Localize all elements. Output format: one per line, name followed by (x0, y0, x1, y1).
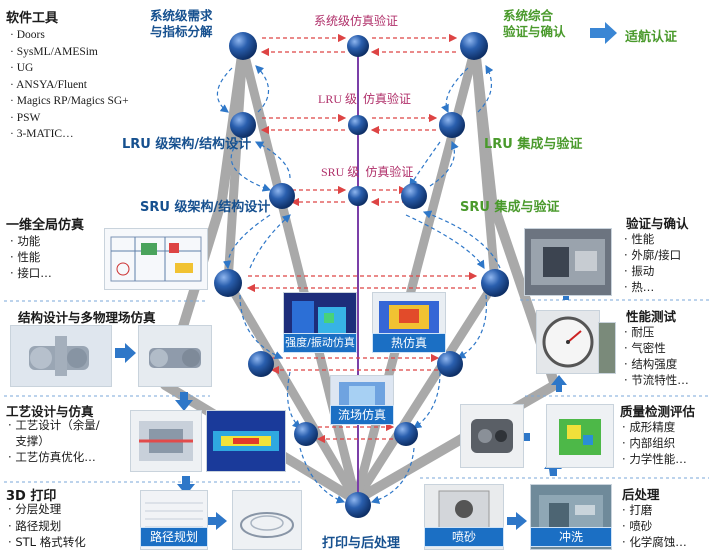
quality-title: 质量检测评估 (620, 404, 696, 419)
sys-int-label: 系统综合 验证与确认 (503, 8, 566, 39)
list-item: · UG (10, 62, 34, 74)
software-tools-title: 软件工具 (6, 11, 59, 26)
lru-int-label: LRU 集成与验证 (484, 137, 583, 152)
list-item: · Doors (10, 29, 45, 41)
sru-int-label: SRU 集成与验证 (460, 200, 560, 215)
list-item: · 功能 (10, 234, 41, 248)
global-sim-title: 一维全局仿真 (6, 218, 85, 233)
list-item: · STL 格式转化 (8, 535, 86, 549)
list-item: · 外廓/接口 (624, 248, 682, 262)
list-item: · 气密性 (624, 341, 666, 355)
print-post-label: 打印与后处理 (322, 536, 401, 551)
list-item: · 化学腐蚀… (622, 535, 687, 549)
list-item: · 力学性能… (622, 452, 687, 466)
airworthy-label: 适航认证 (625, 30, 678, 45)
list-item: · 3-MATIC… (10, 128, 74, 140)
list-item: · 振动 (624, 264, 655, 278)
sandblast-tag: 喷砂 (424, 527, 504, 547)
list-item: · 耐压 (624, 325, 655, 339)
struct-sim-title: 结构设计与多物理场仿真 (18, 310, 156, 325)
quality-list: · 成形精度 · 内部组织 · 力学性能… (622, 419, 687, 467)
thermal-field-image (206, 410, 286, 472)
test-bench-image (598, 322, 616, 374)
verification-arrows (246, 33, 478, 444)
support-design-image (130, 410, 202, 472)
software-tools-list: · Doors · SysML/AMESim · UG · ANSYA/Flue… (10, 27, 129, 143)
list-item: · 喷砂 (622, 519, 653, 533)
list-item: · 性能 (10, 250, 41, 264)
sru-arch-label: SRU 级架构/结构设计 (140, 200, 271, 215)
sru-sim-label: SRU 级 仿真验证 (321, 165, 414, 179)
part-model-image (10, 325, 112, 387)
wash-tag: 冲洗 (530, 527, 612, 547)
lru-arch-label: LRU 级架构/结构设计 (122, 137, 252, 152)
list-item: · PSW (10, 111, 41, 124)
list-item: · 路径规划 (8, 518, 62, 533)
verify-title: 验证与确认 (626, 216, 689, 231)
system-schematic-image (104, 228, 208, 290)
airworthy-arrow (590, 22, 617, 44)
list-item: · 结构强度 (624, 357, 678, 371)
list-item: · 成形精度 (622, 420, 676, 434)
verify-list: · 性能 · 外廓/接口 · 振动 · 热… (624, 231, 681, 295)
post-list: · 打磨 · 喷砂 · 化学腐蚀… (622, 502, 687, 550)
post-title: 后处理 (622, 487, 660, 502)
list-item: 支撑） (15, 434, 50, 448)
sys-req-label: 系统级需求 与指标分解 (150, 8, 213, 39)
print3d-list: · 分层处理 · 路径规划 · STL 格式转化 (8, 501, 86, 551)
path-planning-tag: 路径规划 (140, 527, 208, 547)
list-item: · 接口… (10, 266, 52, 280)
process-sim-title: 工艺设计与仿真 (6, 404, 94, 419)
path-planning-image (232, 490, 302, 550)
list-item: · 性能 (624, 232, 655, 246)
print3d-title: 3D 打印 (6, 489, 57, 504)
process-sim-list: · 工艺设计（余量/ 支撑） · 工艺仿真优化… (8, 417, 100, 465)
section-separators (4, 299, 709, 483)
list-item: · 工艺仿真优化… (8, 450, 96, 464)
ct-scan-image (546, 404, 614, 468)
list-item: · 工艺设计（余量/ (8, 418, 100, 432)
list-item: · 分层处理 (8, 502, 62, 516)
v-nodes (214, 32, 509, 518)
strength-sim-tag: 强度/振动仿真 (283, 333, 357, 353)
perf-test-list: · 耐压 · 气密性 · 结构强度 · 节流特性… (624, 324, 689, 388)
list-item: · SysML/AMESim (10, 45, 98, 58)
list-item: · Magics RP/Magics SG+ (10, 95, 129, 107)
list-item: · 打磨 (622, 503, 653, 517)
printed-part-image (460, 404, 524, 468)
perf-test-title: 性能测试 (626, 309, 677, 324)
list-item: · 内部组织 (622, 436, 676, 450)
sys-sim-label: 系统级仿真验证 (314, 14, 399, 28)
flow-sim-tag: 流场仿真 (330, 405, 394, 425)
list-item: · ANSYA/Fluent (10, 78, 88, 91)
test-rig-image (524, 228, 612, 296)
optimized-part-image (138, 325, 212, 387)
thermal-sim-tag: 热仿真 (372, 333, 446, 353)
global-sim-list: · 功能 · 性能 · 接口… (10, 233, 52, 281)
list-item: · 热… (624, 280, 655, 294)
pressure-gauge-image (536, 310, 600, 374)
list-item: · 节流特性… (624, 373, 689, 387)
lru-sim-label: LRU 级 仿真验证 (318, 92, 412, 106)
